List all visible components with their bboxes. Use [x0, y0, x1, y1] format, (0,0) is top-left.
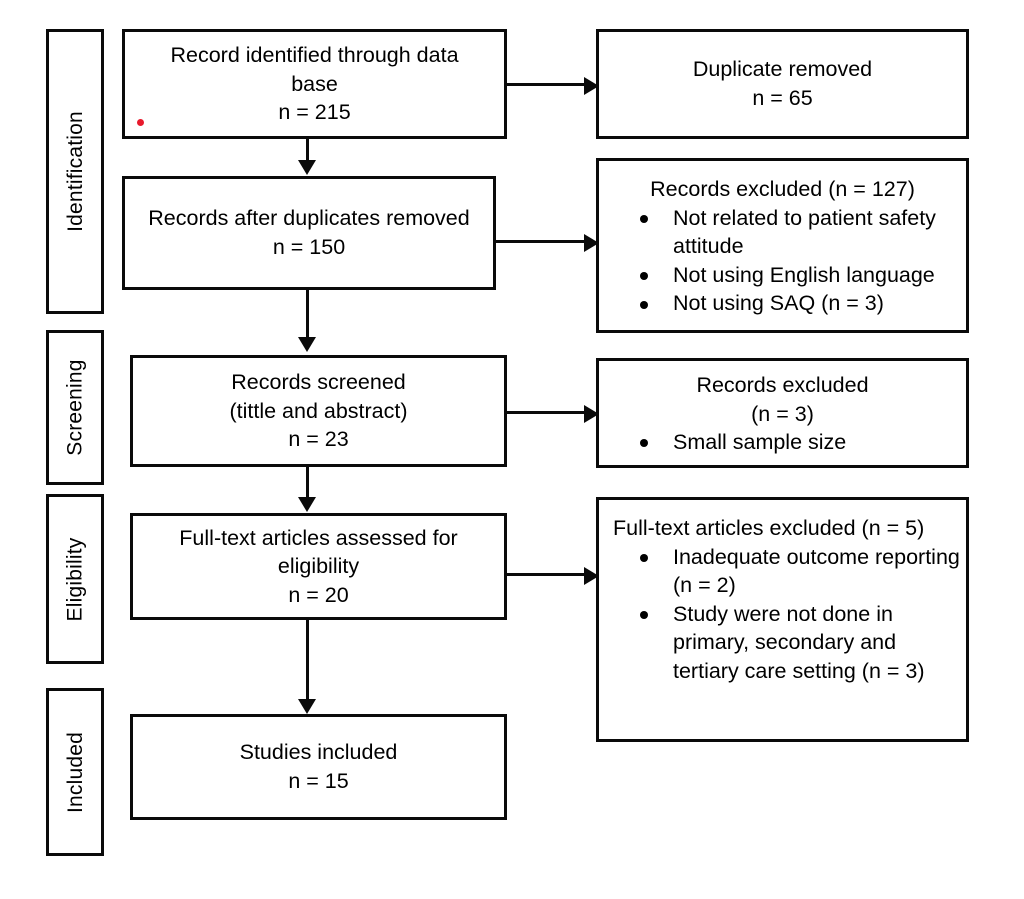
arrowhead-right — [584, 77, 599, 95]
text-line: n = 15 — [288, 769, 349, 793]
bullet-item: Inadequate outcome reporting (n = 2) — [599, 543, 966, 600]
text-line: n = 150 — [272, 235, 346, 259]
connector-after-duplicates-to-screened — [306, 290, 309, 337]
box-studies-included: Studies included n = 15 — [130, 714, 507, 820]
box-records-excluded-127-heading: Records excluded (n = 127) — [599, 175, 966, 204]
box-duplicate-removed: Duplicate removed n = 65 — [596, 29, 969, 139]
connector-full-text-to-excluded-5 — [507, 573, 587, 576]
text-line: Studies included — [239, 740, 398, 765]
arrowhead-down — [298, 497, 316, 512]
connector-screened-to-excluded-3 — [507, 411, 587, 414]
connector-after-duplicates-to-excluded-127 — [496, 240, 587, 243]
text-line: base — [291, 71, 338, 96]
bullet-item: Small sample size — [599, 428, 966, 457]
arrowhead-right — [584, 405, 599, 423]
connector-screened-to-full-text — [306, 467, 309, 498]
text-line: eligibility — [277, 554, 360, 579]
text-line: Records excluded — [696, 373, 869, 397]
text-line: (tittle and abstract) — [229, 398, 408, 423]
box-duplicate-removed-text: Duplicate removed n = 65 — [599, 55, 966, 112]
text-line: Duplicate removed — [692, 57, 873, 82]
stage-included: Included — [46, 688, 104, 856]
box-records-excluded-3-heading: Records excluded (n = 3) — [599, 371, 966, 428]
bullet-item: Study were not done in primary, secondar… — [599, 600, 966, 686]
box-records-identified: Record identified through data base n = … — [122, 29, 507, 139]
stage-identification: Identification — [46, 29, 104, 314]
box-records-identified-text: Record identified through data base n = … — [125, 41, 504, 127]
stage-eligibility-label: Eligibility — [63, 537, 87, 621]
box-records-excluded-127-bullets: Not related to patient safety attitude N… — [599, 204, 966, 318]
stage-identification-label: Identification — [63, 111, 87, 232]
box-full-text-excluded-5-heading: Full-text articles excluded (n = 5) — [599, 514, 966, 543]
box-full-text-excluded-5-bullets: Inadequate outcome reporting (n = 2) Stu… — [599, 543, 966, 686]
bullet-item: Not related to patient safety attitude — [599, 204, 966, 261]
text-line: Full-text articles excluded (n = 5) — [613, 516, 925, 540]
text-line: n = 65 — [752, 86, 813, 110]
box-records-after-duplicates: Records after duplicates removed n = 150 — [122, 176, 496, 290]
text-line: Records screened — [231, 370, 406, 395]
arrowhead-right — [584, 567, 599, 585]
box-full-text-excluded-5: Full-text articles excluded (n = 5) Inad… — [596, 497, 969, 742]
box-records-excluded-127: Records excluded (n = 127) Not related t… — [596, 158, 969, 333]
connector-identified-to-after-duplicates — [306, 139, 309, 162]
box-full-text-assessed: Full-text articles assessed for eligibil… — [130, 513, 507, 620]
text-line: Full-text articles assessed for — [179, 525, 458, 550]
box-studies-included-text: Studies included n = 15 — [133, 738, 504, 795]
stage-included-label: Included — [63, 731, 87, 813]
box-records-excluded-3: Records excluded (n = 3) Small sample si… — [596, 358, 969, 468]
text-line: Records excluded (n = 127) — [650, 177, 915, 201]
box-records-after-duplicates-text: Records after duplicates removed n = 150 — [125, 204, 493, 261]
bullet-item: Not using SAQ (n = 3) — [599, 289, 966, 318]
text-line: (n = 3) — [751, 401, 814, 426]
red-dot-artifact — [137, 119, 144, 126]
arrowhead-down — [298, 699, 316, 714]
bullet-item: Not using English language — [599, 261, 966, 290]
connector-identified-to-duplicate-removed — [507, 83, 587, 86]
text-line: n = 215 — [278, 100, 351, 125]
connector-full-text-to-included — [306, 620, 309, 700]
box-full-text-assessed-text: Full-text articles assessed for eligibil… — [133, 524, 504, 610]
stage-screening-label: Screening — [63, 359, 87, 456]
text-line: Record identified through data — [170, 43, 459, 68]
text-line: n = 23 — [288, 427, 349, 452]
arrowhead-down — [298, 337, 316, 352]
stage-screening: Screening — [46, 330, 104, 485]
text-line: Records after duplicates removed — [148, 206, 470, 231]
arrowhead-down — [298, 160, 316, 175]
arrowhead-right — [584, 234, 599, 252]
box-records-screened-text: Records screened (tittle and abstract) n… — [133, 368, 504, 454]
stage-eligibility: Eligibility — [46, 494, 104, 664]
box-records-screened: Records screened (tittle and abstract) n… — [130, 355, 507, 467]
box-records-excluded-3-bullets: Small sample size — [599, 428, 966, 457]
text-line: n = 20 — [288, 582, 349, 607]
